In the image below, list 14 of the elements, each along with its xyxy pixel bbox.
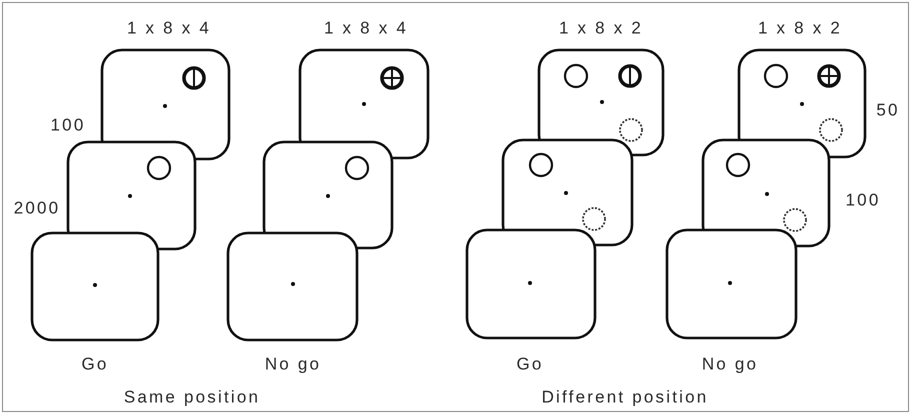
duration-label: 2000 [14,200,60,216]
trial-count: 1 x 8 x 4 [126,20,212,36]
trial-count: 1 x 8 x 2 [558,20,644,36]
condition-label: Go [81,356,109,372]
condition-label: Go [516,356,544,372]
condition-label: No go [702,356,758,372]
condition-label: No go [264,356,322,372]
group-label: Different position [542,388,708,406]
duration-label: 100 [50,116,86,134]
trial-count: 1 x 8 x 4 [324,20,408,36]
trial-count: 1 x 8 x 2 [758,20,842,36]
group-label: Same position [124,388,260,406]
duration-label: 50 [876,102,900,118]
duration-label: 100 [846,192,880,208]
